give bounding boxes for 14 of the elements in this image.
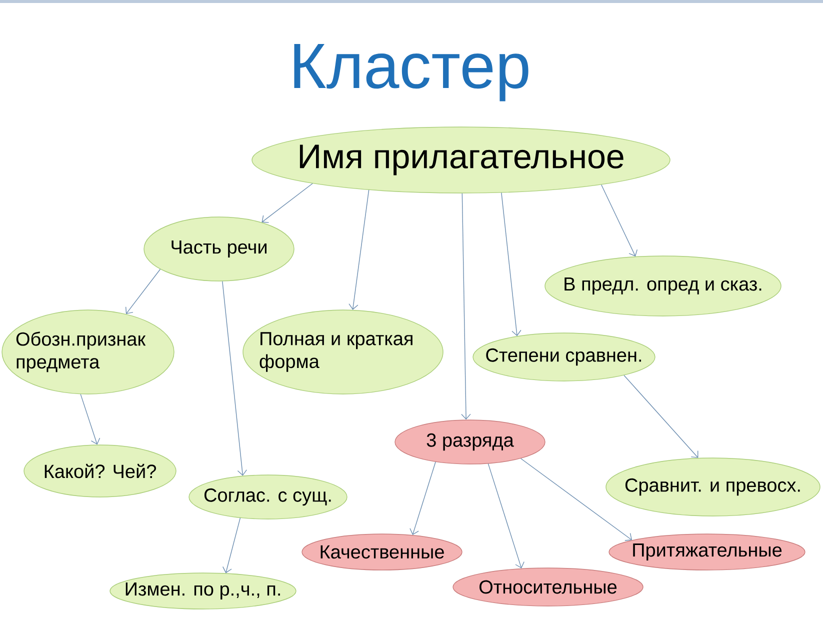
title: Кластер <box>294 44 528 102</box>
arrow <box>222 518 241 574</box>
arrow <box>624 375 698 458</box>
arrow <box>262 183 313 223</box>
arrow <box>80 394 100 445</box>
arrow <box>488 463 524 568</box>
arrow <box>222 280 247 476</box>
arrow <box>410 462 436 536</box>
arrow <box>520 458 632 541</box>
arrow <box>348 190 370 310</box>
arrow <box>600 184 638 256</box>
arrow <box>461 193 471 420</box>
arrow <box>125 268 161 314</box>
arrow <box>501 192 522 336</box>
